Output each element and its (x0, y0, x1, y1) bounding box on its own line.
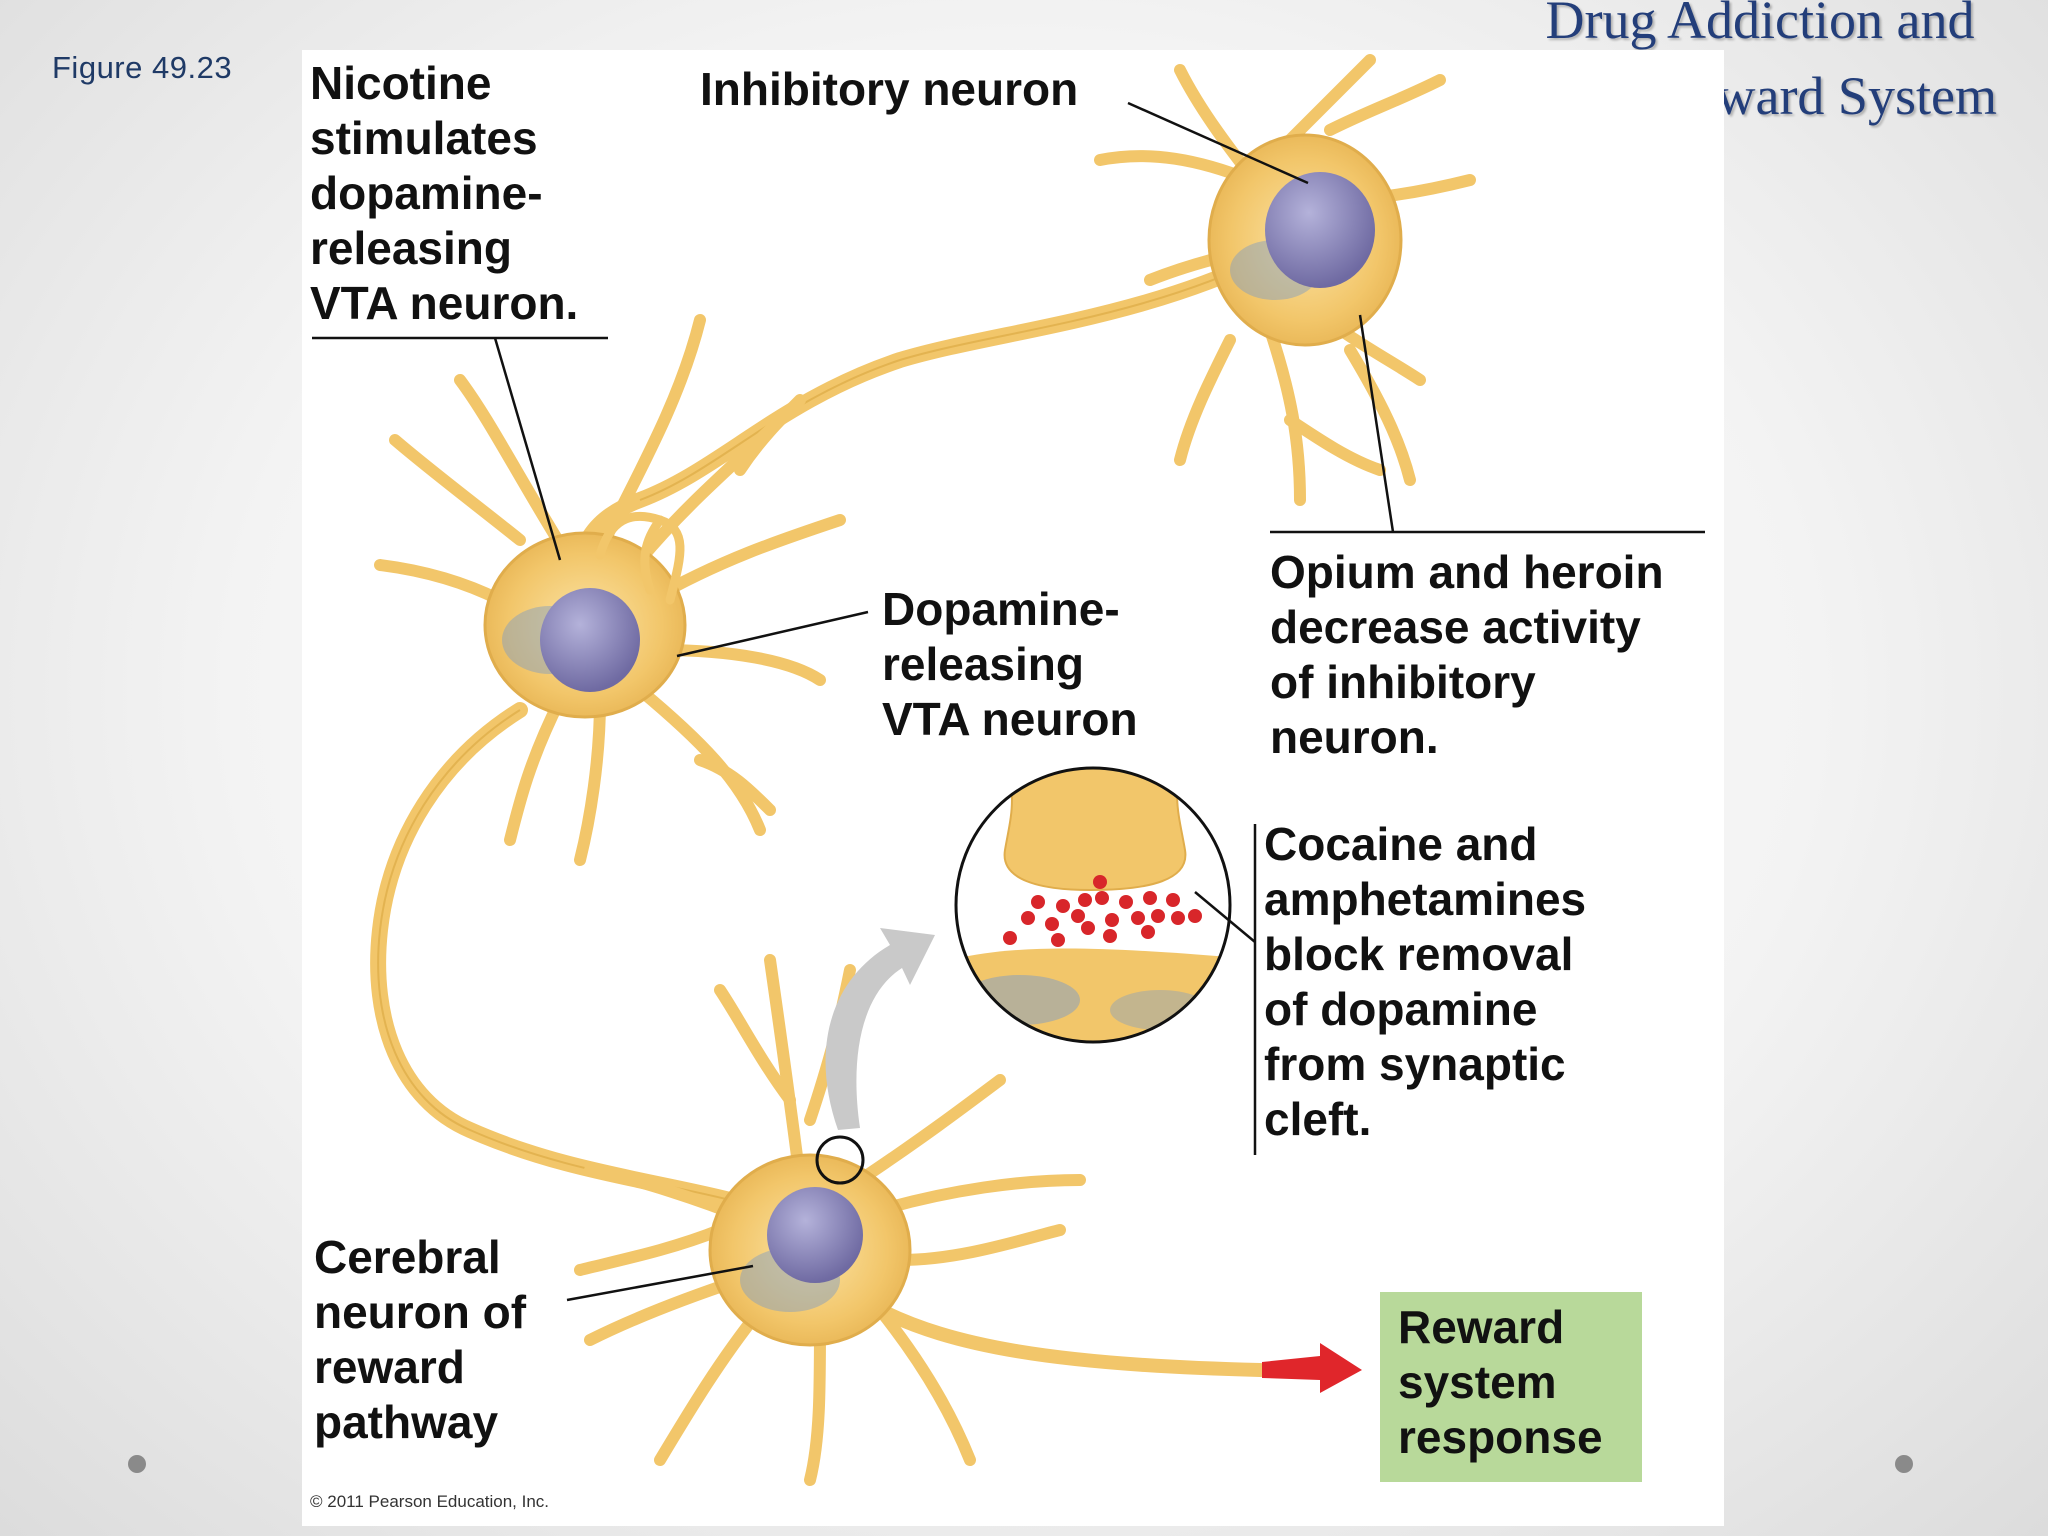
dopamine-vesicles (1003, 875, 1202, 947)
synapse-marker-circle (815, 1135, 865, 1185)
slide-nav-dot-right[interactable] (1895, 1455, 1913, 1473)
label-dopamine-vta: Dopamine- releasing VTA neuron (882, 583, 1138, 745)
label-nicotine: Nicotine stimulates dopamine- releasing … (310, 57, 579, 329)
reward-box: Reward system response (1380, 1292, 1642, 1482)
inhibitory-neuron (1094, 54, 1476, 506)
label-cerebral: Cerebral neuron of reward pathway (314, 1231, 527, 1448)
figure-label: Figure 49.23 (52, 50, 233, 85)
red-arrow-icon (1262, 1343, 1362, 1393)
vta-nucleus (540, 588, 640, 692)
slide-nav-dot-left[interactable] (128, 1455, 146, 1473)
cerebral-nucleus (767, 1187, 863, 1283)
label-cocaine: Cocaine and amphetamines block removal o… (1264, 818, 1587, 1145)
figure-panel (302, 50, 1724, 1526)
zoom-arrow-icon (825, 928, 935, 1130)
cerebral-neuron (574, 954, 1086, 1486)
synapse-zoom (954, 766, 1232, 1044)
copyright: © 2011 Pearson Education, Inc. (310, 1492, 550, 1511)
label-opium: Opium and heroin decrease activity of in… (1270, 546, 1664, 763)
leader-lines (312, 101, 1705, 1302)
label-reward: Reward system response (1398, 1301, 1603, 1463)
inhibitory-nucleus (1265, 172, 1375, 288)
label-inhibitory-neuron: Inhibitory neuron (700, 63, 1079, 115)
vta-axon (370, 702, 738, 1208)
cerebral-axon (873, 1303, 1267, 1377)
